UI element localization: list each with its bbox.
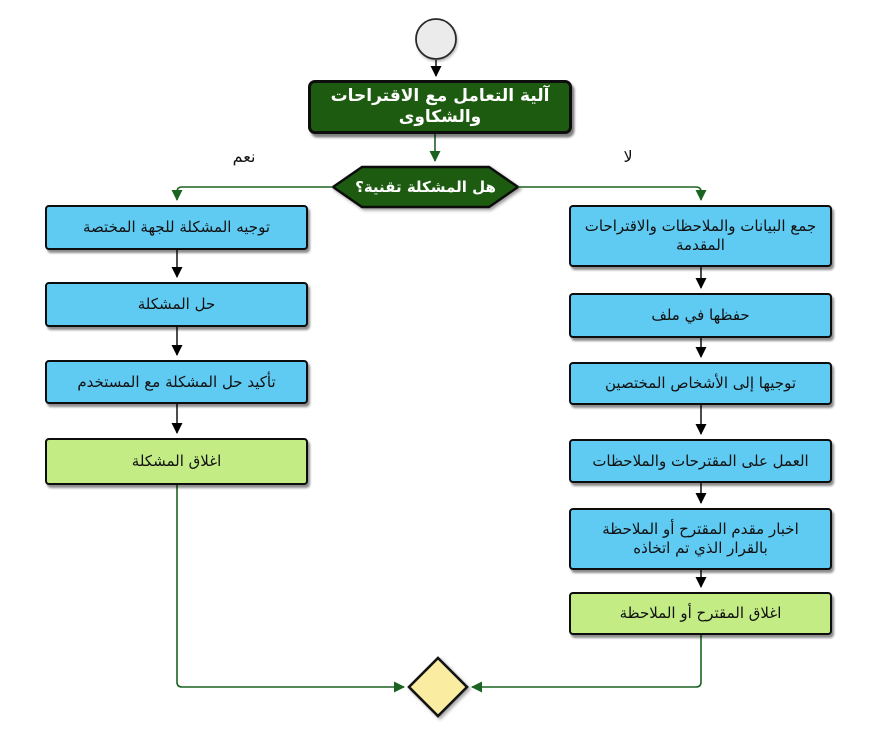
merge-diamond [407,656,469,718]
terminal-box-close-problem: اغلاق المشكلة [45,438,308,485]
terminal-box-close-suggestion: اغلاق المقترح أو الملاحظة [569,592,832,635]
process-box-solve-problem: حل المشكلة [45,282,308,327]
process-box-inform-submitter: اخبار مقدم المقترح أو الملاحظة بالقرار ا… [569,508,832,570]
connector-no-branch [518,186,707,201]
process-box-work-on-suggestions: العمل على المقترحات والملاحظات [569,439,832,483]
start-circle [415,18,457,60]
process-box-collect-data: جمع البيانات والملاحظات والاقتراحات المق… [569,205,832,267]
process-box-route-to-specialists: توجيها إلى الأشخاص المختصين [569,362,832,405]
no-branch-label: لا [623,147,633,166]
decision-label: هل المشكلة تقنية؟ [355,178,496,196]
connector-right-merge [471,635,702,693]
connector-yes-branch [171,186,333,201]
title-node: آلية التعامل مع الاقتراحات والشكاوى [308,80,572,134]
process-box-save-to-file: حفظها في ملف [569,293,832,338]
yes-branch-label: نعم [232,147,256,166]
connector-left-merge [176,485,405,693]
process-box-confirm-solution: تأكيد حل المشكلة مع المستخدم [45,360,308,404]
process-box-route-problem: توجيه المشكلة للجهة المختصة [45,205,308,250]
